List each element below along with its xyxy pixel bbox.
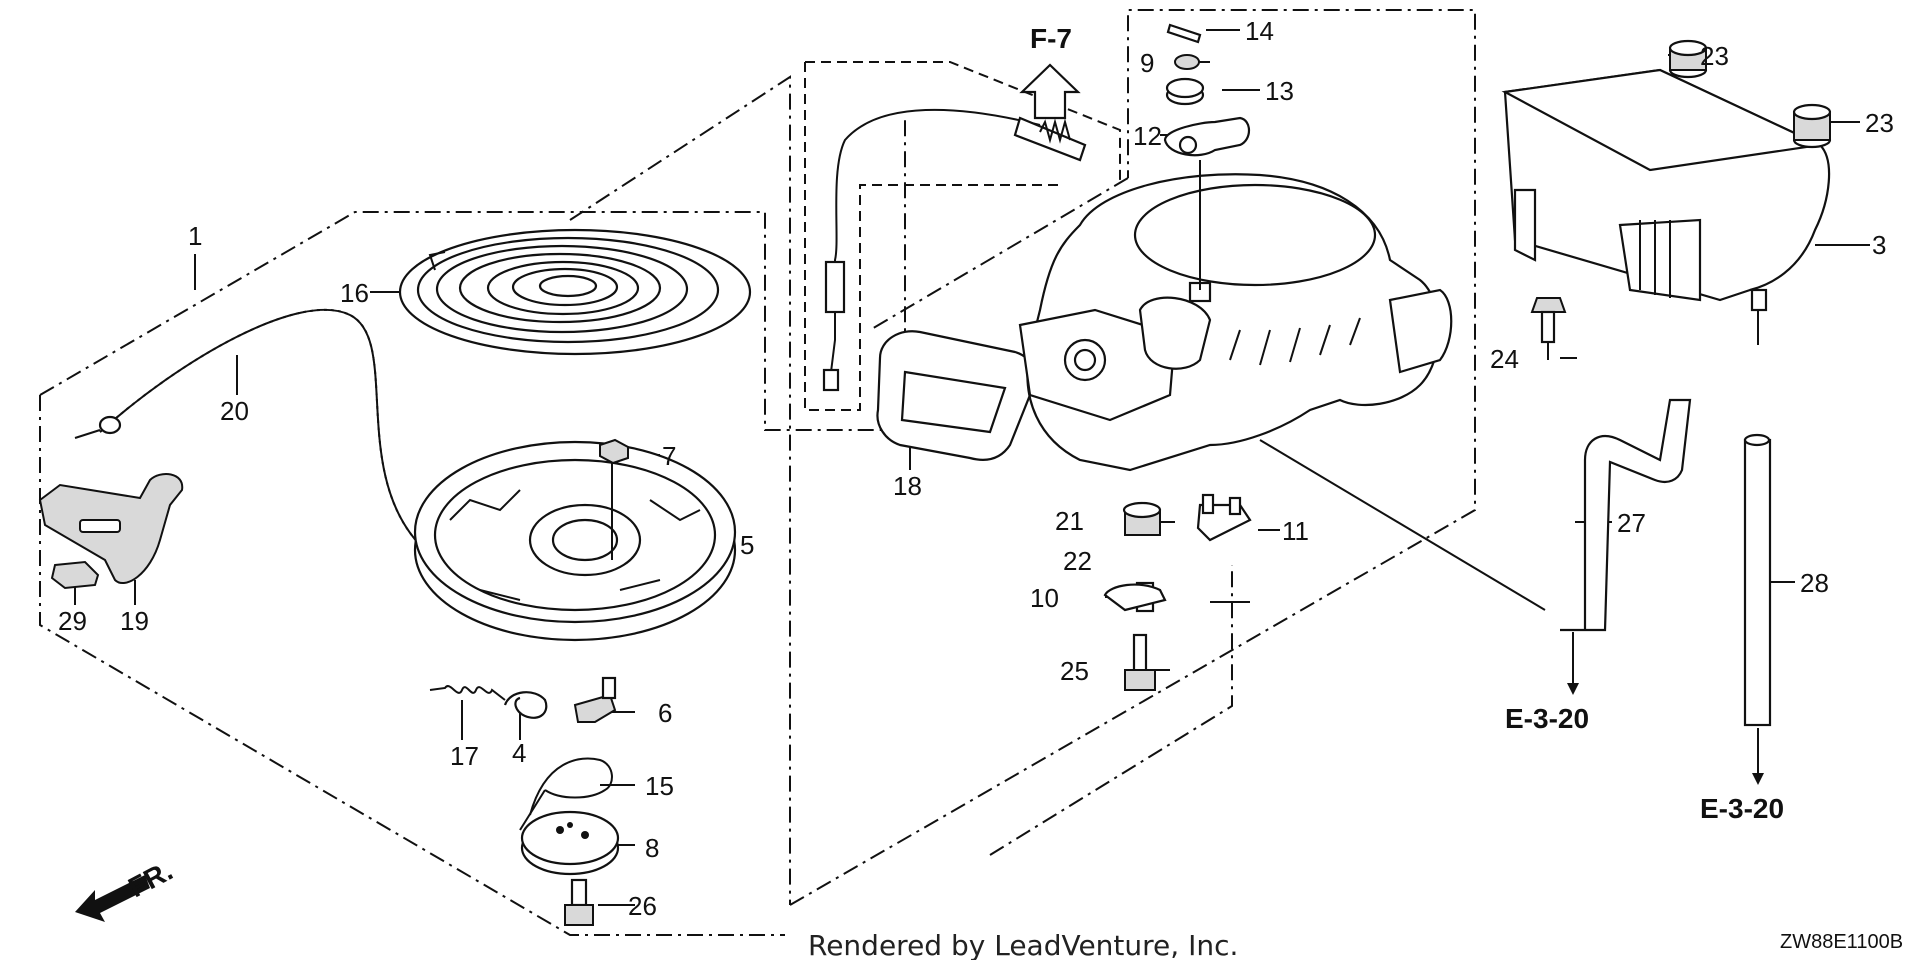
part-label-4[interactable]: 4: [512, 738, 526, 768]
part-label-1[interactable]: 1: [188, 221, 202, 251]
foam-pad-drawing: [876, 330, 1037, 461]
part-labels: 1 3 4 5 6 7 8 9 10 11 12 13 14 15 16 17 …: [58, 16, 1903, 960]
part-label-23-right[interactable]: 23: [1865, 108, 1894, 138]
mount-parts-drawing: [1103, 493, 1252, 691]
part-label-8[interactable]: 8: [645, 833, 659, 863]
spring-drawing: [429, 685, 506, 701]
part-label-22[interactable]: 22: [1063, 546, 1092, 576]
part-label-7[interactable]: 7: [662, 441, 676, 471]
part-label-12[interactable]: 12: [1133, 121, 1162, 151]
f7-arrow: [1019, 63, 1081, 120]
control-cable-drawing: [822, 108, 1087, 392]
part-label-21[interactable]: 21: [1055, 506, 1084, 536]
part-label-5[interactable]: 5: [740, 530, 754, 560]
grommet-drawing: [1668, 39, 1832, 149]
part-label-10[interactable]: 10: [1030, 583, 1059, 613]
recoil-reel-drawing: [413, 440, 737, 642]
part-label-6[interactable]: 6: [658, 698, 672, 728]
part-label-17[interactable]: 17: [450, 741, 479, 771]
diagram-code: ZW88E1100B: [1780, 931, 1903, 953]
group-outlines: [39, 9, 1476, 936]
part-label-27[interactable]: 27: [1617, 508, 1646, 538]
starter-grip-drawing: [38, 473, 184, 585]
part-label-18[interactable]: 18: [893, 471, 922, 501]
shroud-drawing: [1501, 68, 1831, 312]
part-label-24[interactable]: 24: [1490, 344, 1519, 374]
part-label-26[interactable]: 26: [628, 891, 657, 921]
part-label-16[interactable]: 16: [340, 278, 369, 308]
friction-plate-drawing: [520, 810, 620, 876]
reel-bolt-drawing: [564, 878, 594, 926]
part-label-13[interactable]: 13: [1265, 76, 1294, 106]
breather-hose-drawing: [1560, 398, 1692, 632]
part-label-14[interactable]: 14: [1245, 16, 1274, 46]
part-label-28[interactable]: 28: [1800, 568, 1829, 598]
part-label-9[interactable]: 9: [1140, 48, 1154, 78]
front-arrow-icon: [75, 875, 150, 922]
part-label-29[interactable]: 29: [58, 606, 87, 636]
part-label-3[interactable]: 3: [1872, 230, 1886, 260]
part-label-20[interactable]: 20: [220, 396, 249, 426]
starter-rope-drawing: [74, 308, 421, 546]
friction-spring-drawing: [503, 691, 548, 719]
reference-e-3-20-hose28[interactable]: E-3-20: [1700, 793, 1784, 824]
reel-nut-drawing: [599, 438, 629, 560]
recoil-spring-drawing: [398, 228, 752, 356]
grip-insert-drawing: [50, 560, 100, 590]
guide-spring-drawing: [519, 757, 613, 831]
reference-e-3-20-hose27[interactable]: E-3-20: [1505, 703, 1589, 734]
screw-drawing: [1530, 297, 1567, 360]
part-label-15[interactable]: 15: [645, 771, 674, 801]
reference-f7[interactable]: F-7: [1030, 23, 1072, 54]
drain-hose-drawing: [1743, 433, 1772, 727]
ratchet-drawing: [573, 676, 617, 723]
part-label-11[interactable]: 11: [1282, 516, 1309, 546]
lever-parts-drawing: [1163, 23, 1251, 290]
starter-case-drawing: [1018, 173, 1453, 472]
footer-credit: Rendered by LeadVenture, Inc.: [808, 929, 1238, 960]
part-label-23-top[interactable]: 23: [1700, 41, 1729, 71]
part-label-19[interactable]: 19: [120, 606, 149, 636]
part-label-25[interactable]: 25: [1060, 656, 1089, 686]
